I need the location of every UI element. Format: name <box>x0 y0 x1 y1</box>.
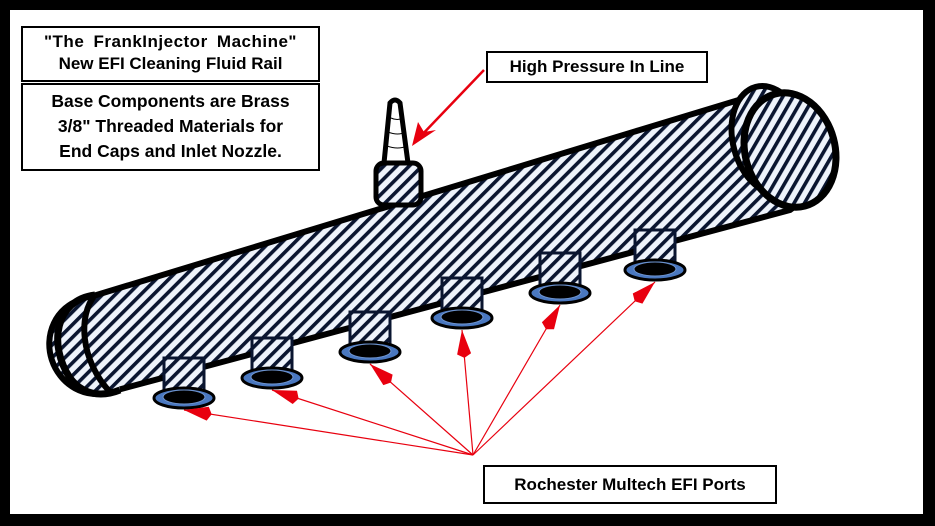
efi-port <box>528 251 592 305</box>
efi-port <box>240 336 304 390</box>
high-pressure-label: High Pressure In Line <box>486 51 708 83</box>
port-arrow <box>472 281 656 456</box>
diagram-canvas: "The FrankInjector Machine" New EFI Clea… <box>10 10 923 514</box>
efi-port <box>152 356 216 410</box>
efi-port <box>623 228 687 282</box>
title-line-1: "The FrankInjector Machine" <box>43 32 297 51</box>
title-line-2: New EFI Cleaning Fluid Rail <box>58 54 283 73</box>
high-pressure-arrow <box>416 69 485 141</box>
high-pressure-arrowhead <box>412 122 436 146</box>
port-arrow <box>183 409 474 456</box>
description-line-3: End Caps and Inlet Nozzle. <box>59 141 282 161</box>
port-arrowhead <box>184 406 212 421</box>
title-box: "The FrankInjector Machine" New EFI Clea… <box>21 26 320 82</box>
fuel-rail-illustration <box>46 69 840 456</box>
port-arrowhead <box>370 364 393 386</box>
efi-ports <box>152 228 687 410</box>
left-end-cap <box>54 291 122 398</box>
port-arrowhead <box>632 282 655 304</box>
description-line-1: Base Components are Brass <box>51 91 290 111</box>
port-arrowhead <box>272 390 299 405</box>
port-arrowhead <box>541 305 560 330</box>
port-arrowhead <box>457 330 472 358</box>
right-end-cap <box>728 83 840 211</box>
description-line-2: 3/8" Threaded Materials for <box>57 116 284 136</box>
inlet-nozzle <box>373 97 424 208</box>
efi-port <box>338 310 402 364</box>
description-box: Base Components are Brass 3/8" Threaded … <box>21 83 320 171</box>
port-arrow <box>472 304 561 456</box>
efi-port <box>430 276 494 330</box>
port-arrow <box>271 389 474 456</box>
efi-ports-label: Rochester Multech EFI Ports <box>483 465 777 504</box>
callout-arrows <box>183 69 656 456</box>
